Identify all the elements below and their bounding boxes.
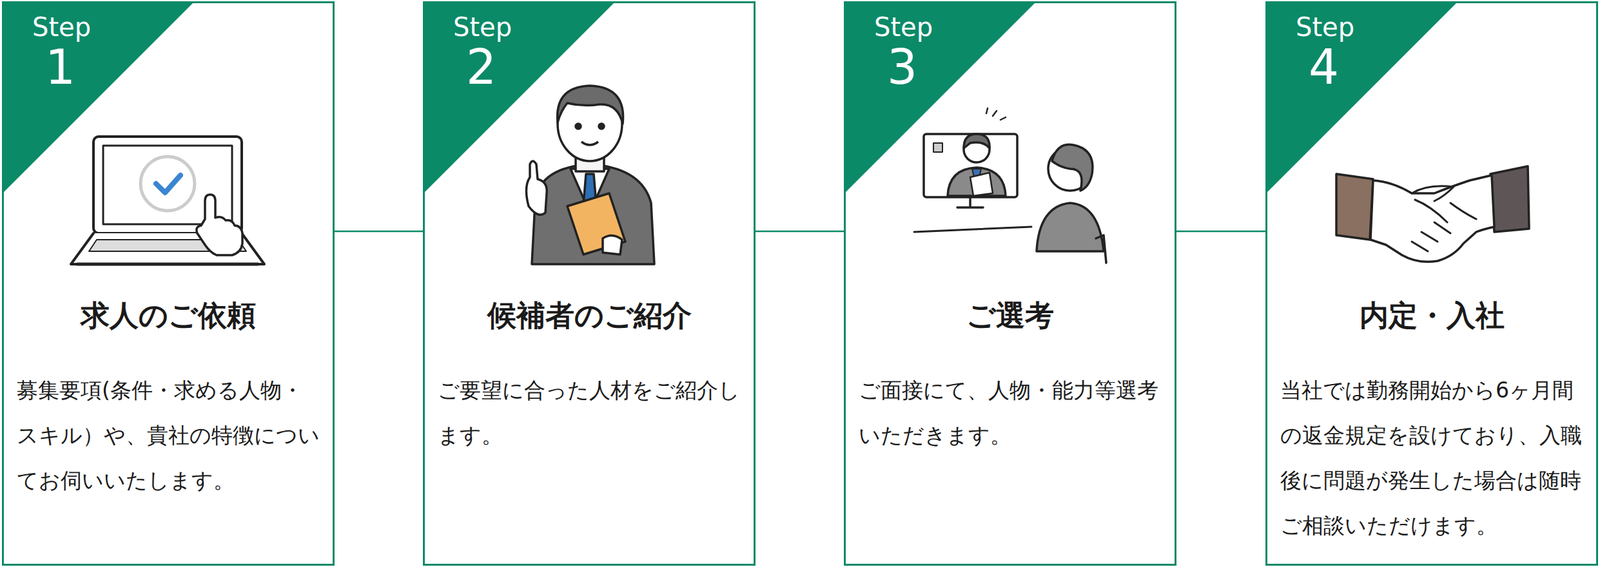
corner-triangle [3,3,193,193]
card-heading: 求人のご依頼 [10,296,327,336]
step-label: Step [453,12,512,42]
step-card: Step2 候補者のご紹介ご要望に合った人材をご紹介します。 [422,1,756,566]
step-number: 2 [466,43,497,91]
corner-triangle [1267,3,1457,193]
step-number: 1 [45,43,76,91]
video-interview-icon [914,108,1107,264]
handshake-icon [1336,166,1530,262]
corner-triangle [845,3,1035,193]
card-heading: 候補者のご紹介 [431,296,748,336]
businessman-icon [526,85,655,265]
corner-triangle [424,3,614,193]
connector-line [1176,230,1266,233]
card-description: 募集要項(条件・求める人物・スキル）や、貴社の特徴についてお伺いいたします。 [16,368,324,504]
card-heading: ご選考 [852,296,1169,336]
card-heading: 内定・入社 [1273,296,1590,336]
card-description: 当社では勤務開始から6ヶ月間の返金規定を設けており、入職後に問題が発生した場合は… [1280,368,1588,549]
card-description: ご要望に合った人材をご紹介します。 [437,368,745,459]
step-card: Step4 内定・入社当社では勤務開始から6ヶ月間の返金規定を設けており、入職後に… [1265,1,1599,566]
step-card: Step3 ご選考ご面接にて、人物・能力等選考いただきます。 [843,1,1177,566]
laptop-icon [70,136,265,265]
step-card: Step1 求人のご依頼募集要項(条件・求める人物・スキル）や、貴社の特徴について… [1,1,335,566]
step-label: Step [32,12,91,42]
step-label: Step [1295,12,1355,42]
connector-line [755,230,844,233]
step-number: 4 [1308,43,1339,91]
card-description: ご面接にて、人物・能力等選考いただきます。 [858,368,1166,459]
connector-line [334,230,423,233]
step-number: 3 [887,43,918,91]
step-label: Step [874,12,933,42]
